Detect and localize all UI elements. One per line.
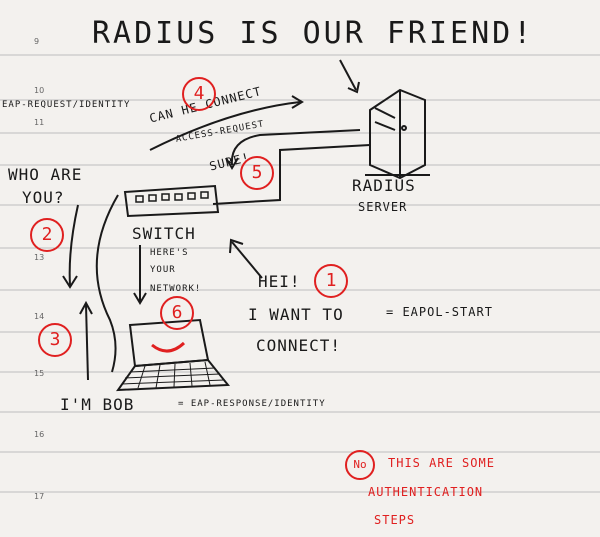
line-number: 10 <box>34 86 45 95</box>
switch-icon <box>123 184 220 218</box>
smile-icon <box>151 341 186 353</box>
line-number: 16 <box>34 430 45 439</box>
line-number: 14 <box>34 312 45 321</box>
eapol-start-label: = EAPOL-START <box>386 305 493 319</box>
note-line-2: AUTHENTICATION <box>368 485 484 499</box>
laptop-icon <box>116 318 231 392</box>
step-3-badge: 3 <box>38 323 72 357</box>
step-6-badge: 6 <box>160 296 194 330</box>
switch-label: SWITCH <box>132 224 196 243</box>
eap-response-label: = EAP-RESPONSE/IDENTITY <box>178 399 326 409</box>
network-label: NETWORK! <box>150 284 202 294</box>
arrows <box>62 59 371 381</box>
note-badge: No <box>345 450 375 480</box>
line-number: 9 <box>34 37 40 46</box>
radius-label: RADIUS <box>352 176 416 195</box>
heres-label: HERE'S <box>150 248 189 258</box>
you-label: YOU? <box>22 188 65 207</box>
line-number: 15 <box>34 369 45 378</box>
step-2-badge: 2 <box>30 218 64 252</box>
step-5-badge: 5 <box>240 156 274 190</box>
step-4-badge: 4 <box>182 77 216 111</box>
step-1-badge: 1 <box>314 264 348 298</box>
note-line-1: THIS ARE SOME <box>388 456 495 470</box>
line-number: 17 <box>34 492 45 501</box>
server-label: SERVER <box>358 200 408 214</box>
radius-server-icon <box>365 88 430 180</box>
line-number: 11 <box>34 118 45 127</box>
note-line-3: STEPS <box>374 513 416 527</box>
your-label: YOUR <box>150 265 176 275</box>
bob-label: I'M BOB <box>60 395 135 414</box>
ruled-lines <box>0 54 600 493</box>
eap-request-label: EAP-REQUEST/IDENTITY <box>2 100 131 110</box>
want-to-label: I WANT TO <box>248 305 344 324</box>
who-are-label: WHO ARE <box>8 165 83 184</box>
line-number: 13 <box>34 253 45 262</box>
connect-label: CONNECT! <box>256 336 342 355</box>
hei-label: HEI! <box>258 272 301 291</box>
page-title: RADIUS IS OUR FRIEND! <box>92 16 535 51</box>
